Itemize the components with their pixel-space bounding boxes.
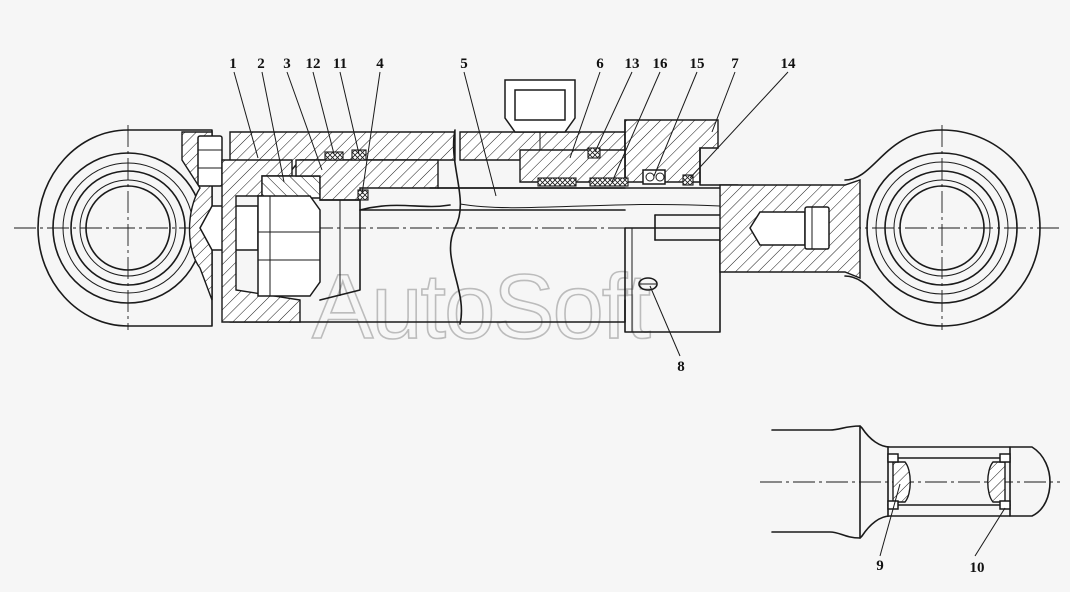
callout-12: 12 [306, 56, 321, 72]
seal-14 [682, 174, 694, 186]
watermark: AutoSoft [312, 256, 650, 358]
callout-4: 4 [376, 56, 384, 72]
callout-8: 8 [677, 359, 685, 375]
callout-3: 3 [283, 56, 291, 72]
callout-13: 13 [625, 56, 640, 72]
callout-2: 2 [257, 56, 265, 72]
callout-5: 5 [460, 56, 468, 72]
callout-7: 7 [731, 56, 739, 72]
piston-rod [359, 187, 741, 333]
callout-16: 16 [653, 56, 669, 72]
detail-view [760, 425, 1060, 539]
callout-10: 10 [970, 560, 985, 576]
callout-15: 15 [690, 56, 705, 72]
seal-guide-left [537, 177, 577, 187]
leader-lines [233, 71, 1006, 557]
callout-labels: 1 2 3 12 11 4 5 6 13 16 15 7 14 8 9 10 [229, 56, 984, 576]
right-rod-eye [719, 125, 1041, 330]
callout-14: 14 [781, 56, 797, 72]
callout-11: 11 [333, 56, 347, 72]
seal-11 [351, 149, 367, 161]
seal-4 [357, 189, 369, 201]
callout-1: 1 [229, 56, 237, 72]
callout-6: 6 [596, 56, 604, 72]
seal-13 [587, 147, 601, 159]
callout-9: 9 [876, 558, 884, 574]
seal-16 [589, 177, 629, 187]
